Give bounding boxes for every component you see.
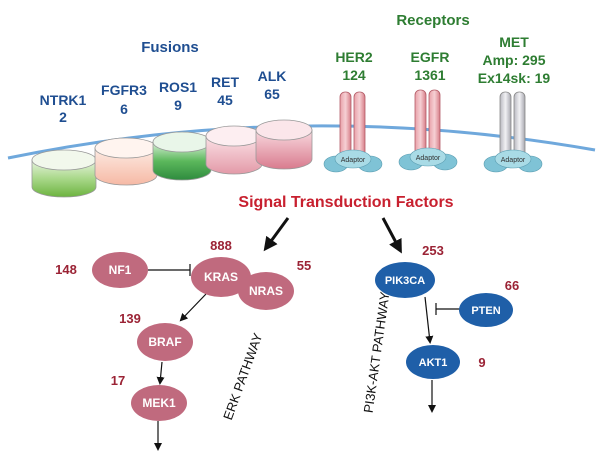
fusion-label-ros1: ROS1 9 [159, 79, 197, 113]
nf1-inhibits-kras [148, 264, 191, 276]
node-nf1: NF1 [92, 252, 148, 288]
edge-kras-braf [179, 293, 207, 322]
erk-pathway-label: ERK PATHWAY [220, 331, 265, 422]
receptor-met: Adaptor [483, 91, 543, 173]
fusion-label-ret: RET 45 [211, 74, 239, 108]
receptor-label-met: MET Amp: 295 Ex14sk: 19 [478, 34, 551, 86]
fusion-name: RET [211, 74, 239, 90]
fusion-name: NTRK1 [40, 92, 87, 108]
receptor-label-egfr: EGFR 1361 [411, 49, 450, 83]
node-label: NF1 [109, 263, 132, 277]
node-label: KRAS [204, 270, 238, 284]
node-label: AKT1 [419, 357, 448, 369]
fusion-cylinder-alk [255, 119, 313, 170]
fusion-cylinder-ros1 [152, 131, 212, 181]
receptor-count: 124 [342, 67, 366, 83]
adaptor-label: Adaptor [416, 155, 441, 162]
node-label: MEK1 [142, 396, 176, 410]
fusion-cylinder-ret [205, 125, 263, 175]
arrow-to-erk [263, 217, 290, 252]
adaptor-label: Adaptor [501, 157, 526, 164]
receptor-name: HER2 [335, 49, 373, 65]
node-label: PIK3CA [385, 275, 425, 287]
receptor-count: 1361 [414, 67, 445, 83]
receptor-her2: Adaptor [323, 91, 383, 173]
receptor-egfr: Adaptor [398, 89, 458, 171]
fusion-label-fgfr3: FGFR3 6 [101, 82, 147, 117]
fusion-count: 9 [174, 97, 182, 113]
receptor-name: MET [499, 34, 529, 50]
fusion-label-alk: ALK 65 [258, 68, 287, 102]
count-braf: 139 [119, 311, 141, 326]
fusion-count: 65 [264, 86, 280, 102]
fusion-name: FGFR3 [101, 82, 147, 98]
count-mek1: 17 [111, 373, 125, 388]
node-kras: KRAS [191, 257, 251, 297]
receptor-name: EGFR [411, 49, 450, 65]
count-nras: 55 [297, 258, 311, 273]
fusion-count: 45 [217, 92, 233, 108]
count-pik3ca: 253 [422, 243, 444, 258]
receptor-line2: Amp: 295 [482, 52, 545, 68]
fusion-cylinder-ntrk1 [31, 149, 97, 198]
fusion-count: 6 [120, 101, 128, 117]
node-pik3ca: PIK3CA [375, 262, 435, 298]
edge-braf-mek1 [156, 361, 165, 385]
adaptor-label: Adaptor [341, 157, 366, 164]
node-pten: PTEN [459, 293, 513, 327]
count-nf1: 148 [55, 262, 77, 277]
receptors-title: Receptors [396, 12, 469, 29]
count-pten: 66 [505, 278, 519, 293]
node-label: BRAF [148, 335, 181, 349]
fusions-title: Fusions [141, 39, 199, 56]
fusion-label-ntrk1: NTRK1 2 [40, 92, 87, 125]
receptor-label-her2: HER2 124 [335, 49, 373, 83]
node-nras: NRAS [238, 272, 294, 310]
receptor-line3: Ex14sk: 19 [478, 70, 551, 86]
count-kras: 888 [210, 238, 232, 253]
arrow-to-pi3k [381, 217, 402, 254]
fusion-cylinder-fgfr3 [94, 137, 158, 186]
signal-transduction-title: Signal Transduction Factors [238, 194, 453, 211]
node-mek1: MEK1 [131, 385, 187, 421]
fusion-name: ROS1 [159, 79, 197, 95]
pi3k-pathway-label: PI3K-AKT PATHWAY [361, 291, 393, 414]
edge-pik3ca-akt1 [424, 296, 434, 344]
node-label: PTEN [471, 305, 500, 317]
node-braf: BRAF [137, 323, 193, 361]
fusion-count: 2 [59, 109, 67, 125]
node-label: NRAS [249, 284, 283, 298]
count-akt1: 9 [478, 355, 485, 370]
fusion-name: ALK [258, 68, 287, 84]
node-akt1: AKT1 [406, 345, 460, 379]
